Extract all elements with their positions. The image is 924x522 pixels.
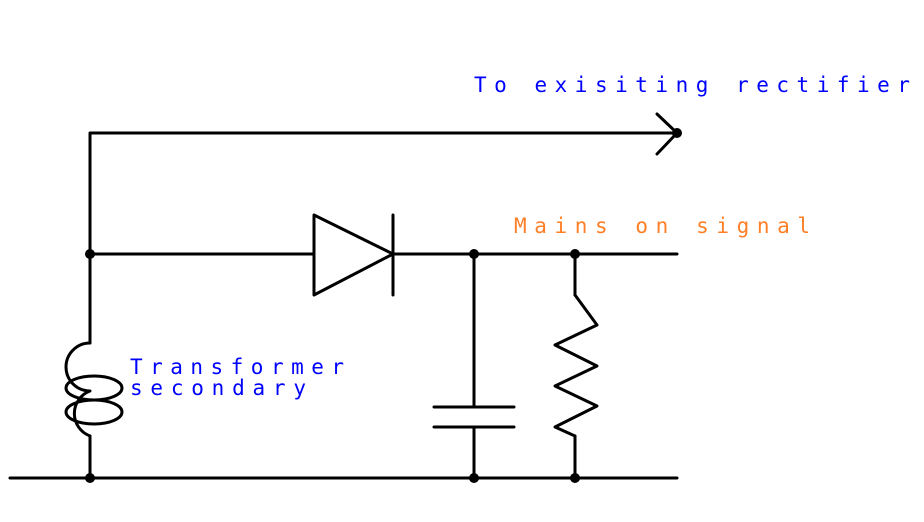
junction-node (469, 473, 479, 483)
transformer-label-line2: secondary (130, 376, 306, 400)
junction-node (570, 473, 580, 483)
junction-node (469, 249, 479, 259)
junction-node (570, 249, 580, 259)
to-rectifier-label: To exisiting rectifier (474, 73, 910, 97)
resistor-icon (553, 293, 599, 438)
rectifier-terminal-node (672, 128, 682, 138)
junction-node (85, 249, 95, 259)
diode-icon (312, 213, 395, 297)
rectifier-feed-wire (88, 131, 679, 256)
mains-on-signal-label: Mains on signal (514, 214, 810, 238)
junction-node (85, 473, 95, 483)
capacitor-icon (432, 405, 516, 429)
transformer-coil-icon (64, 341, 124, 438)
